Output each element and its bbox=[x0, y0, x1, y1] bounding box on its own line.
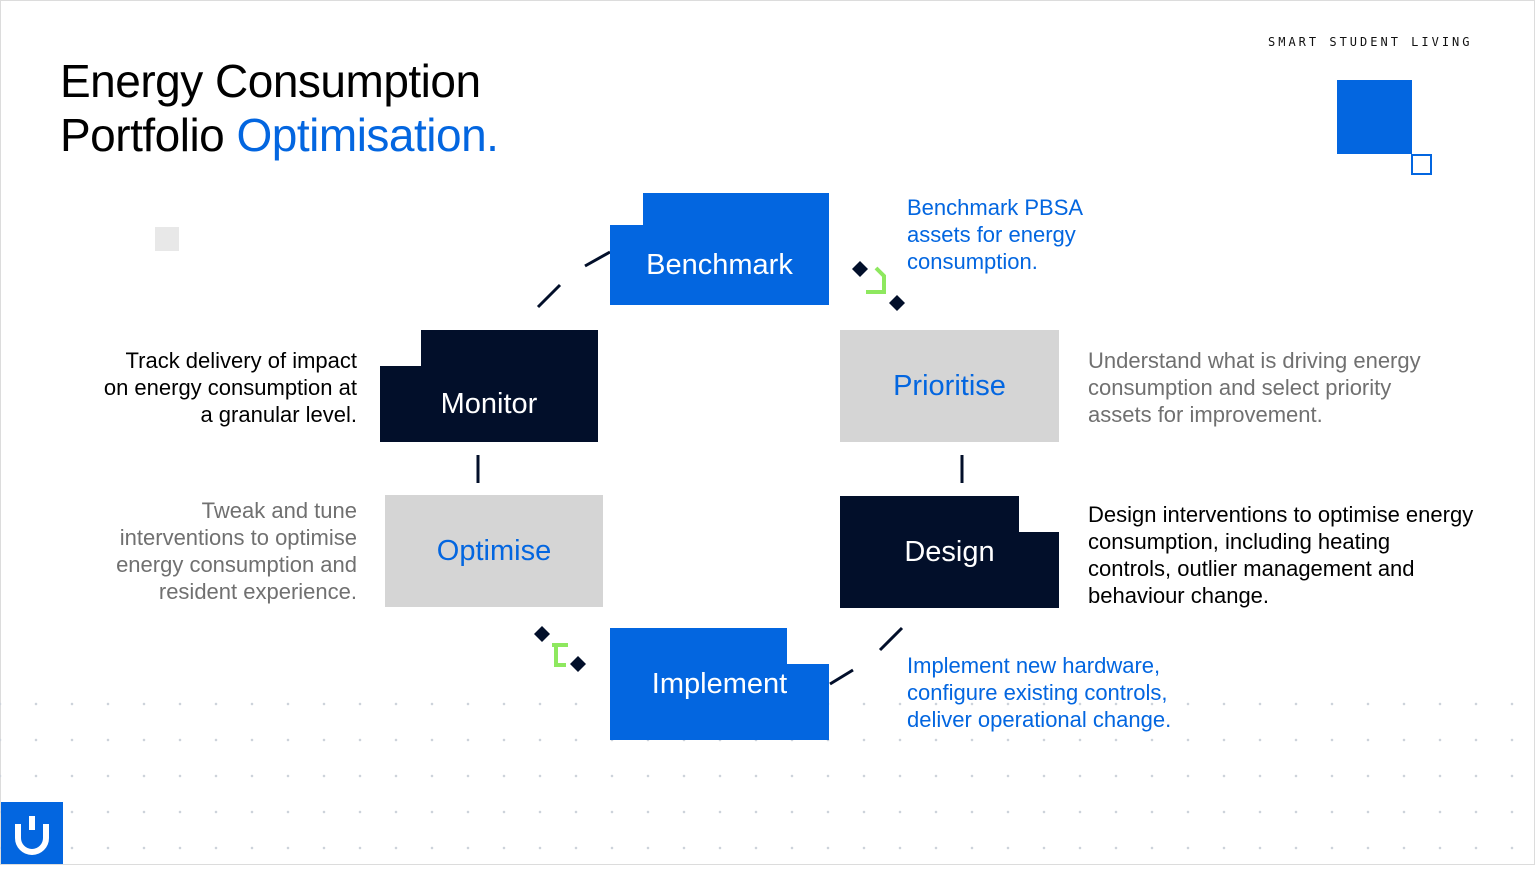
stage-benchmark: Benchmark bbox=[610, 193, 829, 305]
stage-prioritise: Prioritise bbox=[840, 330, 1059, 442]
brand-logo-icon bbox=[15, 816, 49, 855]
title-line-2: Portfolio Optimisation. bbox=[60, 108, 499, 162]
stage-design: Design bbox=[840, 496, 1059, 608]
stage-monitor-label: Monitor bbox=[440, 387, 538, 420]
stage-implement-label: Implement bbox=[651, 667, 788, 700]
decorative-square-outline bbox=[1411, 154, 1432, 175]
stage-monitor: Monitor bbox=[380, 330, 598, 442]
stage-implement: Implement bbox=[610, 628, 829, 740]
stage-optimise: Optimise bbox=[385, 495, 603, 607]
decorative-square-blue bbox=[1337, 80, 1412, 154]
benchmark-description: Benchmark PBSA assets for energy consump… bbox=[907, 195, 1082, 274]
decorative-square-grey bbox=[155, 227, 179, 251]
stage-optimise-label: Optimise bbox=[436, 534, 552, 567]
monitor-description: Track delivery of impact on energy consu… bbox=[103, 348, 357, 427]
stage-prioritise-label: Prioritise bbox=[893, 369, 1006, 402]
design-description: Design interventions to optimise energy … bbox=[1088, 502, 1474, 608]
stage-benchmark-label: Benchmark bbox=[646, 248, 793, 281]
cycle-arrow-icon bbox=[852, 261, 905, 311]
brand-tagline: SMART STUDENT LIVING bbox=[1268, 35, 1473, 49]
stage-design-label: Design bbox=[904, 535, 995, 568]
optimise-description: Tweak and tune interventions to optimise… bbox=[116, 498, 357, 604]
title-lead: Portfolio bbox=[60, 109, 237, 161]
title-line-1: Energy Consumption bbox=[60, 55, 481, 107]
implement-description: Implement new hardware, configure existi… bbox=[907, 653, 1172, 732]
title-accent: Optimisation. bbox=[236, 109, 499, 161]
page-title: Energy Consumption Portfolio Optimisatio… bbox=[60, 54, 499, 162]
cycle-arrow-icon bbox=[534, 626, 586, 672]
connector-design-implement bbox=[829, 626, 904, 686]
prioritise-description: Understand what is driving energy consum… bbox=[1088, 348, 1421, 427]
brand-logo bbox=[1, 802, 63, 864]
connector-monitor-benchmark bbox=[536, 250, 611, 309]
